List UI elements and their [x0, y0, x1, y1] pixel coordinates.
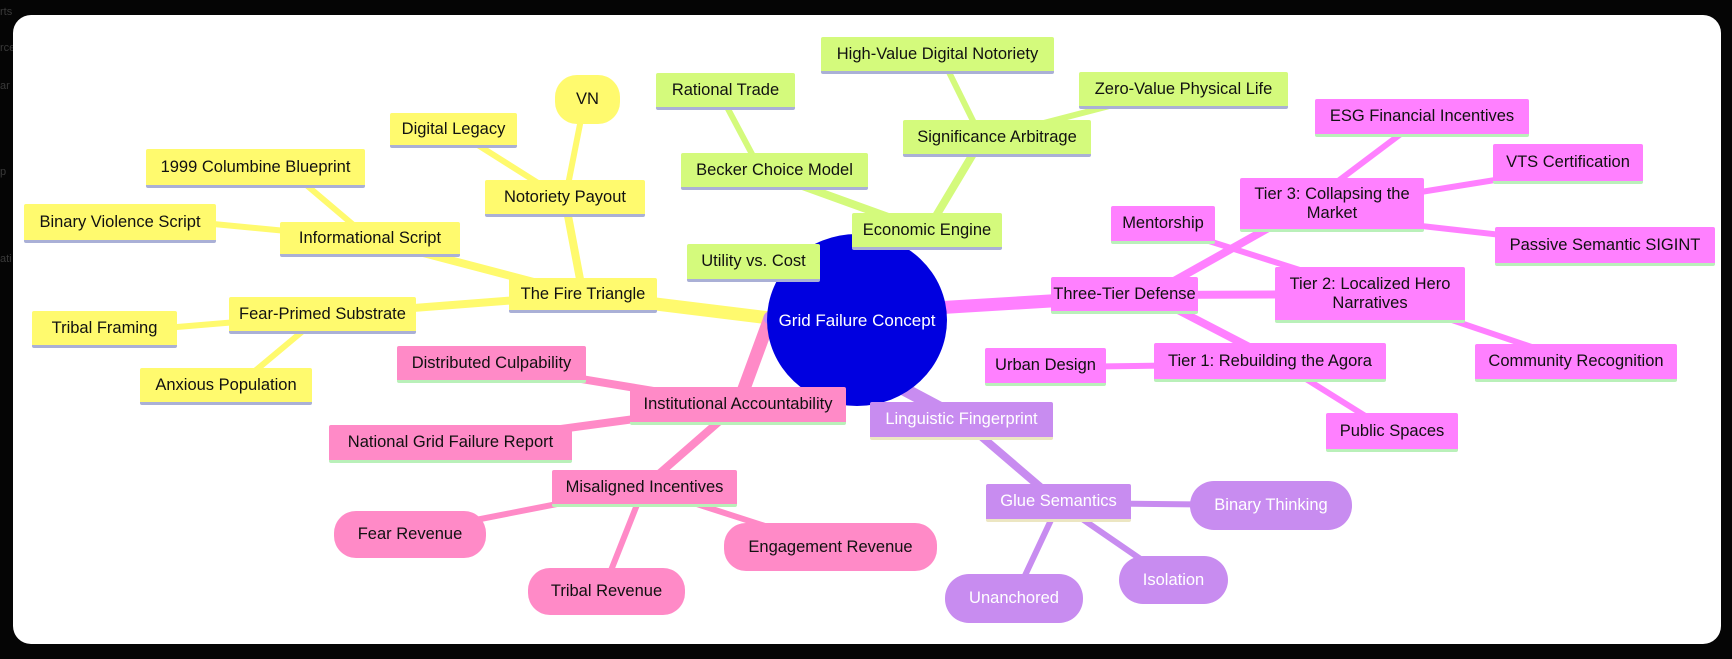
node-becker-choice-model[interactable]: Becker Choice Model [681, 153, 868, 190]
node-fear-primed-substrate[interactable]: Fear-Primed Substrate [229, 297, 416, 334]
node-rational-trade[interactable]: Rational Trade [656, 73, 795, 110]
node-mentorship[interactable]: Mentorship [1111, 206, 1215, 244]
node-utility-vs-cost[interactable]: Utility vs. Cost [687, 244, 820, 282]
node-linguistic-fingerprint[interactable]: Linguistic Fingerprint [870, 402, 1053, 440]
node-significance-arbitrage[interactable]: Significance Arbitrage [903, 120, 1091, 157]
node-fire-triangle[interactable]: The Fire Triangle [509, 278, 657, 313]
node-tier-1-rebuilding-the-agora[interactable]: Tier 1: Rebuilding the Agora [1154, 343, 1386, 382]
background-text-fragment: p [0, 166, 7, 178]
node-glue-semantics[interactable]: Glue Semantics [986, 484, 1131, 522]
background-text-fragment: ati [0, 253, 12, 265]
node-three-tier-defense[interactable]: Three-Tier Defense [1051, 277, 1198, 314]
node-national-grid-failure-report[interactable]: National Grid Failure Report [329, 425, 572, 463]
node-engagement-revenue[interactable]: Engagement Revenue [724, 523, 937, 571]
node-binary-thinking[interactable]: Binary Thinking [1190, 481, 1352, 530]
node-misaligned-incentives[interactable]: Misaligned Incentives [552, 470, 737, 507]
node-tier-2-localized-hero-narratives[interactable]: Tier 2: Localized Hero Narratives [1275, 267, 1465, 323]
node-tribal-revenue[interactable]: Tribal Revenue [528, 568, 685, 615]
mindmap-canvas: Grid Failure Concept The Fire Triangle I… [13, 15, 1721, 644]
node-isolation[interactable]: Isolation [1119, 556, 1228, 604]
node-zero-value-physical-life[interactable]: Zero-Value Physical Life [1079, 72, 1288, 109]
node-vts-certification[interactable]: VTS Certification [1493, 144, 1643, 184]
node-fear-revenue[interactable]: Fear Revenue [334, 511, 486, 558]
node-tier-3-collapsing-the-market[interactable]: Tier 3: Collapsing the Market [1240, 178, 1424, 232]
node-binary-violence-script[interactable]: Binary Violence Script [24, 204, 216, 243]
node-public-spaces[interactable]: Public Spaces [1326, 413, 1458, 452]
node-notoriety-payout[interactable]: Notoriety Payout [485, 180, 645, 217]
node-passive-semantic-sigint[interactable]: Passive Semantic SIGINT [1495, 227, 1715, 266]
node-unanchored[interactable]: Unanchored [945, 574, 1083, 623]
node-high-value-digital-notoriety[interactable]: High-Value Digital Notoriety [821, 37, 1054, 74]
node-vn[interactable]: VN [555, 75, 620, 124]
node-economic-engine[interactable]: Economic Engine [852, 213, 1002, 250]
node-urban-design[interactable]: Urban Design [985, 348, 1106, 386]
background-window-edge: rts rce ar p ati [0, 0, 16, 659]
background-text-fragment: rts [0, 6, 13, 18]
node-institutional-accountability[interactable]: Institutional Accountability [630, 387, 846, 425]
node-distributed-culpability[interactable]: Distributed Culpability [397, 346, 586, 383]
node-1999-columbine-blueprint[interactable]: 1999 Columbine Blueprint [146, 149, 365, 188]
node-community-recognition[interactable]: Community Recognition [1475, 344, 1677, 382]
node-anxious-population[interactable]: Anxious Population [140, 368, 312, 405]
node-esg-financial-incentives[interactable]: ESG Financial Incentives [1315, 99, 1529, 137]
node-digital-legacy[interactable]: Digital Legacy [390, 113, 517, 148]
node-informational-script[interactable]: Informational Script [280, 222, 460, 257]
background-text-fragment: ar [0, 80, 10, 92]
background-text-fragment: rce [0, 42, 16, 54]
node-tribal-framing[interactable]: Tribal Framing [32, 311, 177, 348]
